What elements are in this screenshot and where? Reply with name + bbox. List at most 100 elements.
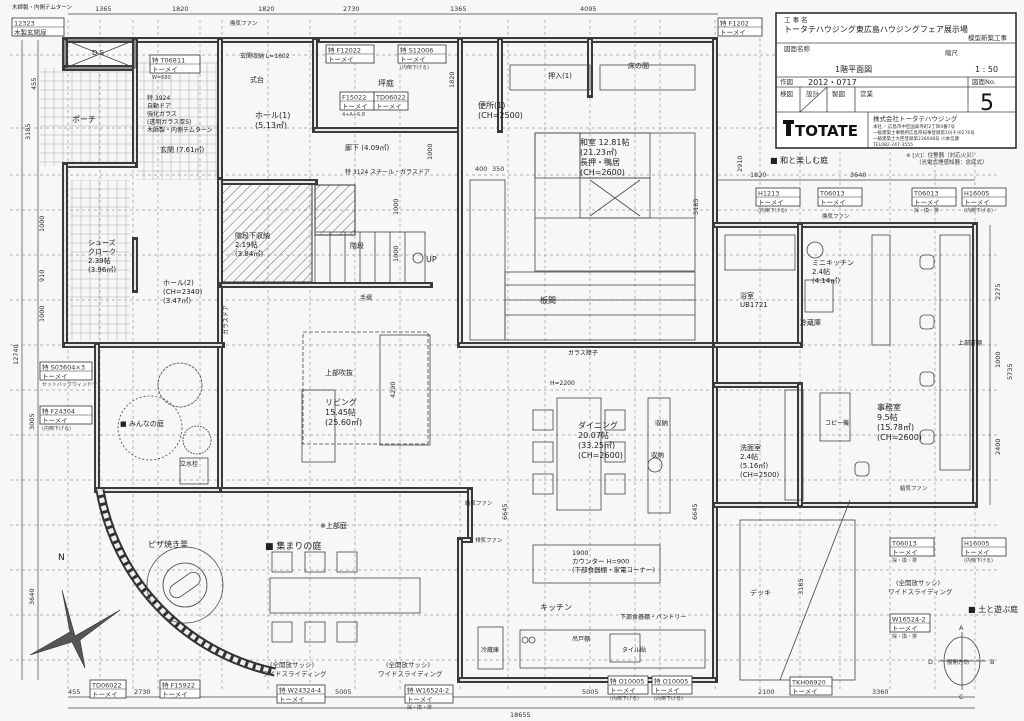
duct-cross xyxy=(64,39,136,69)
duct-space xyxy=(64,39,136,69)
date-label: 作図 xyxy=(780,77,793,86)
dimension-label: 1000 xyxy=(38,215,46,232)
dimension-label: 3005 xyxy=(28,413,36,430)
glass-type: トーメイ xyxy=(914,199,940,207)
drawing-name: 1階平面図 xyxy=(835,64,872,74)
window-code: 特 O10005 xyxy=(610,677,644,686)
room-label: 冷蔵庫 xyxy=(481,646,499,654)
window-note: (内倒下げる) xyxy=(654,695,683,702)
dimension-label: 2275 xyxy=(994,283,1002,300)
stair-landing xyxy=(314,184,356,236)
company-logo: TOTATE xyxy=(783,120,858,140)
pizza-oven xyxy=(146,546,224,624)
drawing-label: 図面名称 xyxy=(784,44,811,53)
legend-line-1: ※ [火]：住警器（対応火災） xyxy=(906,151,977,159)
compass-a: A xyxy=(959,624,964,632)
registration-2: 一級建築士大臣登録第236048号 川本信康 xyxy=(873,135,960,142)
project-label: 工 事 名 xyxy=(784,15,808,24)
room-label: 廊下 (4.09㎡) xyxy=(345,143,390,152)
room-label: (4.14㎡) xyxy=(812,277,840,285)
sash-caption: ワイドスライディング xyxy=(888,587,953,596)
room-label: (CH=2600) xyxy=(877,433,922,442)
room-label: ※上部庭 xyxy=(320,521,347,530)
project-sub: 模型新築工事 xyxy=(968,33,1008,42)
room-label: (3.47㎡) xyxy=(163,297,191,305)
room-label: 立水栓 xyxy=(180,460,198,468)
dimension-label: 5735 xyxy=(1006,363,1014,380)
room-label: UB1721 xyxy=(740,301,768,309)
room-label: 玄関 (7.61㎡) xyxy=(160,145,205,154)
room-label: 押入(1) xyxy=(548,71,572,80)
dimension-label: 6645 xyxy=(691,503,699,520)
tree xyxy=(157,362,203,408)
glass-type: トーメイ xyxy=(92,691,118,699)
room-label: (5.13㎡) xyxy=(255,121,287,130)
room-label: (CH=2500) xyxy=(478,111,523,120)
window-note: 採・換・排 xyxy=(914,207,939,214)
glass-type: トーメイ xyxy=(42,373,68,381)
window-note: (内倒下げる) xyxy=(964,207,993,214)
room-label: ■ 和と楽しむ庭 xyxy=(770,155,828,165)
room-label: (CH=2500) xyxy=(740,471,780,479)
room-label: 9.5帖 xyxy=(877,412,898,422)
room-label: 特 3124 スチール・ガラスドア xyxy=(345,168,430,176)
curved-garden-wall-core xyxy=(97,489,276,675)
company-address: 本社／ 広島市中区国泰寺町2丁目4番7号 xyxy=(873,123,956,130)
dimension-label: 400 xyxy=(475,165,487,173)
dimension-label: 3360 xyxy=(872,688,889,696)
dimension-label: 1820 xyxy=(448,71,456,88)
registration-1: 一級建築士事務所広島県知事登録第10(チ)0276号 xyxy=(873,129,975,136)
dimension-label: 4290 xyxy=(389,381,397,398)
room-label: 事務室 xyxy=(877,402,901,412)
dimension-label: 5185 xyxy=(692,198,700,215)
check-label: 営業 xyxy=(860,89,874,98)
elevation-compass: A B C D 展開方向 xyxy=(928,624,994,701)
room-label: 収納 xyxy=(651,450,664,459)
window-code: 特 W16524-2 xyxy=(407,686,449,695)
window-code: 特 F24304 xyxy=(42,407,75,416)
room-label: (CH=2340) xyxy=(163,288,203,296)
window-code: 12323 xyxy=(14,20,35,28)
window-code: 特 T06811 xyxy=(152,56,185,65)
glass-type: トーメイ xyxy=(964,549,990,557)
room-label: (CH=2600) xyxy=(578,451,623,460)
window-code: T06013 xyxy=(891,540,917,548)
compass-b: B xyxy=(990,658,994,666)
room-label: (15.78㎡) xyxy=(877,423,914,432)
room-label: 15.45帖 xyxy=(325,407,356,417)
dimension-label: 1000 xyxy=(426,143,434,160)
window-note: セットバックウィンドウ xyxy=(42,381,97,388)
glass-type: トーメイ xyxy=(42,417,68,425)
tatami-room xyxy=(469,64,696,341)
room-label: リビング xyxy=(325,397,357,407)
sash-caption: (全開放サッシ) xyxy=(896,578,940,587)
sheet-label: 図面No. xyxy=(972,78,996,86)
glass-type: トーメイ xyxy=(820,199,846,207)
dimension-label: 5005 xyxy=(582,688,599,696)
glass-type: トーメイ xyxy=(400,56,426,64)
living-sofa xyxy=(301,389,336,463)
room-label: 1900 xyxy=(572,549,589,557)
room-label: 自動ドア xyxy=(147,102,171,110)
room-label: 坪庭 xyxy=(378,78,394,88)
logo-text: TOTATE xyxy=(795,122,858,140)
window-code: H1213 xyxy=(758,190,779,198)
check-label: 製図 xyxy=(832,89,845,98)
room-label: 排気ファン xyxy=(475,536,503,544)
courtyard-garden xyxy=(117,362,212,485)
window-note: 採・換・排 xyxy=(892,633,917,640)
room-label: 和室 12.81帖 xyxy=(580,137,629,147)
legend-line-2: （光電式煙感知器：念底式） xyxy=(916,158,988,166)
dimension-label: 1000 xyxy=(994,351,1002,368)
check-label: 検図 xyxy=(780,89,793,98)
sash-caption: ワイドスライディング xyxy=(378,669,443,678)
